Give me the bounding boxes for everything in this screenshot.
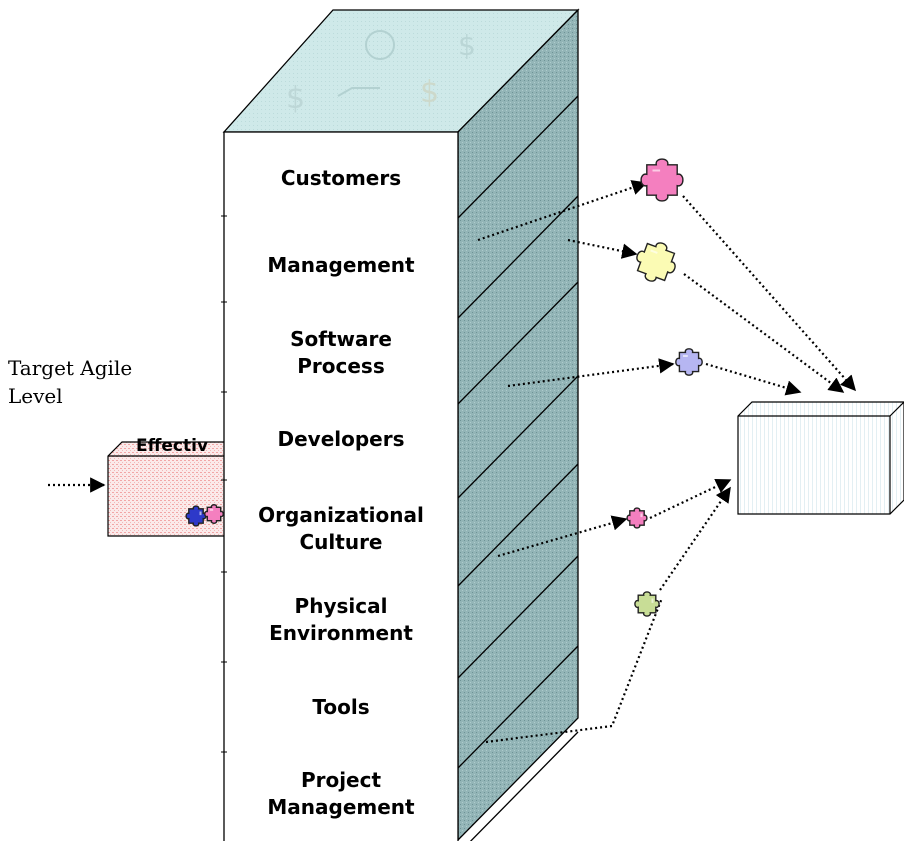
puzzle-pink-icon [640, 158, 684, 202]
layer-divider-0 [457, 95, 579, 219]
layer-label-line2: Management [267, 795, 415, 819]
svg-text:$: $ [286, 81, 305, 116]
target-agile-label: Target Agile Level [8, 354, 132, 410]
puzzle-effective-blue-icon [185, 505, 207, 527]
layer-tools: Tools [224, 694, 458, 721]
puzzle-lavender-icon [675, 348, 703, 376]
connector-7 [497, 515, 628, 558]
pillar-layer-dividers [221, 95, 579, 841]
layer-divider-7 [469, 731, 579, 841]
layer-divider-5 [457, 555, 579, 679]
puzzle-small-pink-icon [626, 507, 648, 529]
puzzle-green-icon [634, 591, 660, 617]
connector-3 [682, 195, 857, 392]
layer-label-line1: Software [290, 327, 392, 351]
result-box [737, 401, 904, 515]
layer-label-line1: Management [267, 253, 415, 277]
svg-text:$: $ [420, 75, 439, 110]
layer-label-line2: Process [297, 354, 385, 378]
connector-4 [683, 273, 845, 393]
layer-software-process: Software Process [224, 326, 458, 380]
layer-label-line1: Customers [280, 166, 402, 190]
connector-arrows [48, 180, 857, 744]
connector-8 [649, 478, 732, 519]
layer-divider-2 [457, 281, 579, 405]
layer-label-line1: Tools [312, 695, 370, 719]
layer-label-line2: Environment [269, 621, 413, 645]
pillar-side-face [457, 8, 579, 841]
connector-2 [567, 238, 638, 259]
puzzle-yellow-icon [636, 242, 676, 282]
layer-divider-1 [457, 195, 579, 319]
target-line-2: Level [8, 384, 63, 408]
layer-customers: Customers [224, 165, 458, 192]
layer-physical-environment: Physical Environment [224, 593, 458, 647]
layer-management: Management [224, 252, 458, 279]
layer-divider-6 [457, 645, 579, 769]
pillar-top-symbols: $ $ $ [286, 29, 476, 116]
layer-divider-3 [457, 375, 579, 499]
layer-label-line1: Physical [294, 594, 388, 618]
layer-divider-4 [457, 463, 579, 587]
layer-label-line1: Organizational [258, 503, 424, 527]
layer-developers: Developers [224, 426, 458, 453]
target-line-1: Target Agile [8, 356, 133, 380]
layer-project-management: Project Management [224, 767, 458, 821]
layer-label-line2: Culture [299, 530, 383, 554]
connector-10 [659, 486, 731, 591]
layer-label-line1: Project [300, 768, 382, 792]
puzzle-effective-pink-icon [204, 504, 224, 524]
pillar-front-face [223, 131, 459, 841]
svg-text:$: $ [458, 29, 476, 62]
connector-6 [705, 362, 802, 396]
layer-organizational-culture: Organizational Culture [224, 502, 458, 556]
layer-label-line1: Developers [277, 427, 405, 451]
effective-label: Effectiv [136, 436, 209, 456]
